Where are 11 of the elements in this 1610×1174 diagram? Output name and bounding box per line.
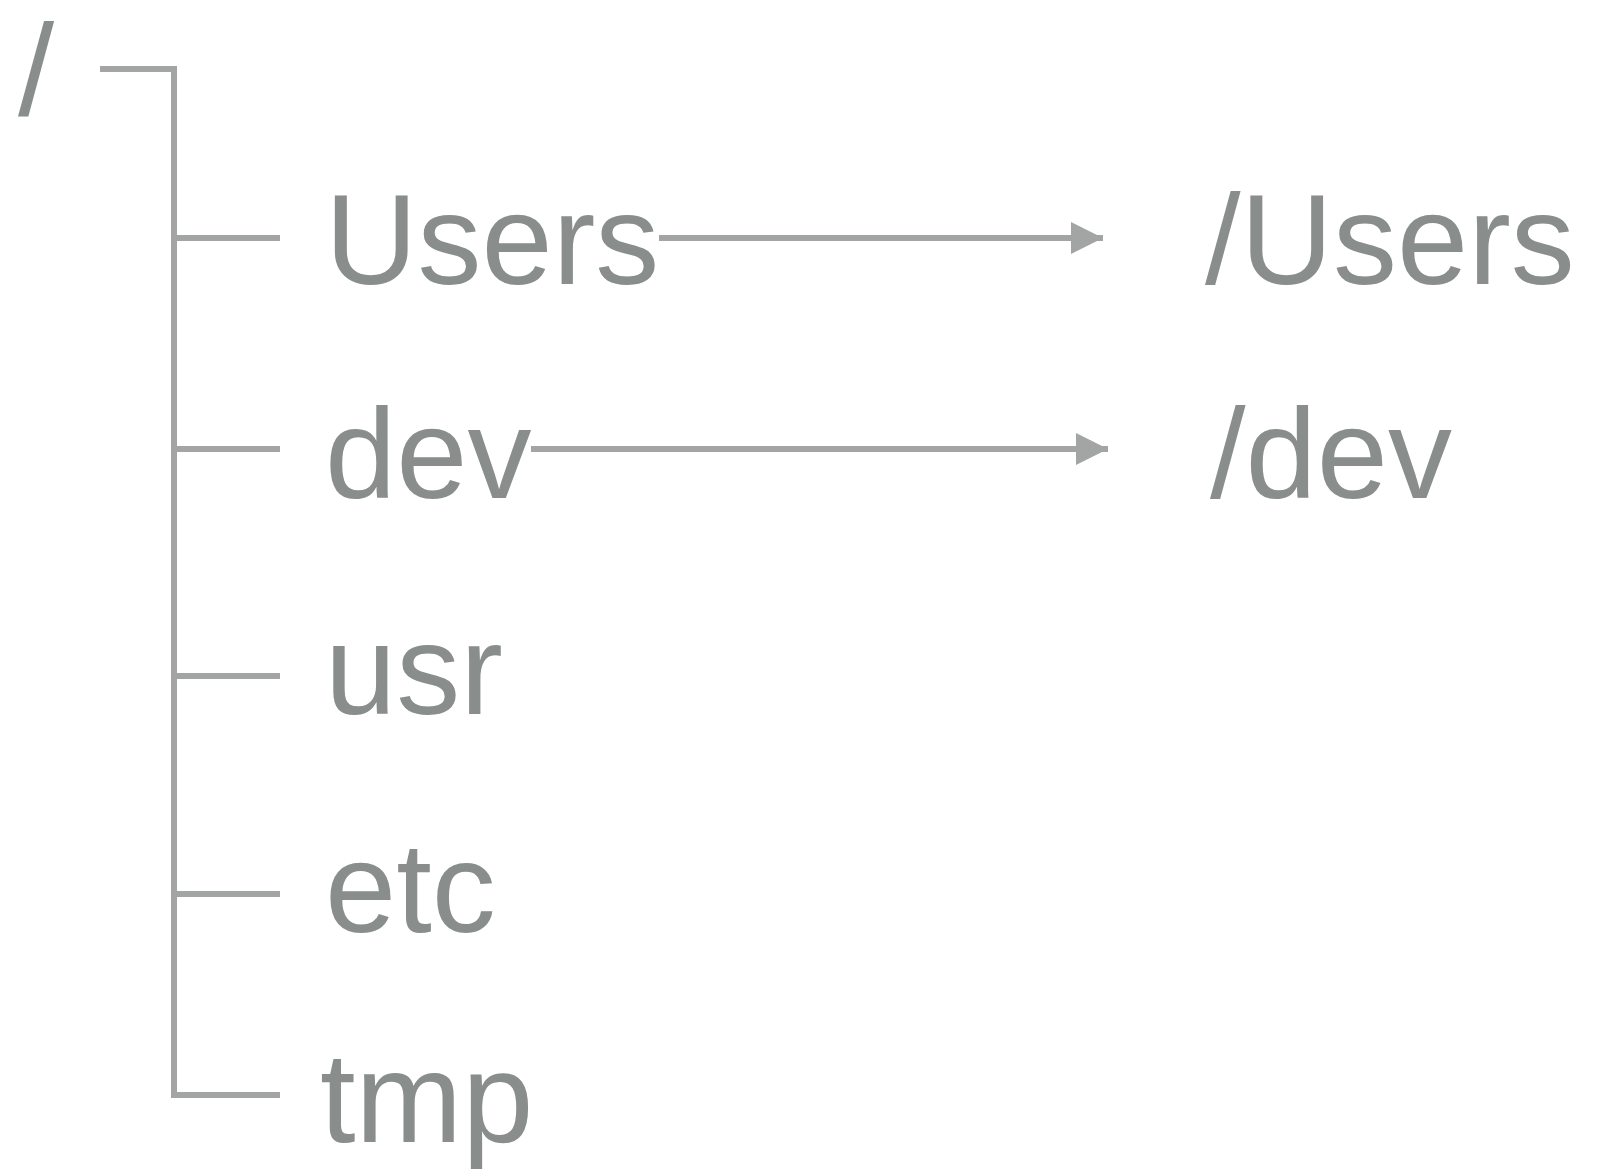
directory-name: /dev: [1210, 382, 1452, 525]
directory-name: etc: [325, 816, 496, 959]
directory-name: usr: [325, 598, 503, 741]
directory-name: tmp: [320, 1026, 534, 1169]
arrow: [531, 433, 1108, 465]
arrow: [659, 222, 1103, 254]
directory-name: Users: [325, 168, 660, 311]
directory-name: /Users: [1205, 168, 1575, 311]
directory-name: /: [18, 0, 55, 143]
tree-line: [100, 66, 280, 1098]
directory-name: dev: [325, 382, 532, 525]
